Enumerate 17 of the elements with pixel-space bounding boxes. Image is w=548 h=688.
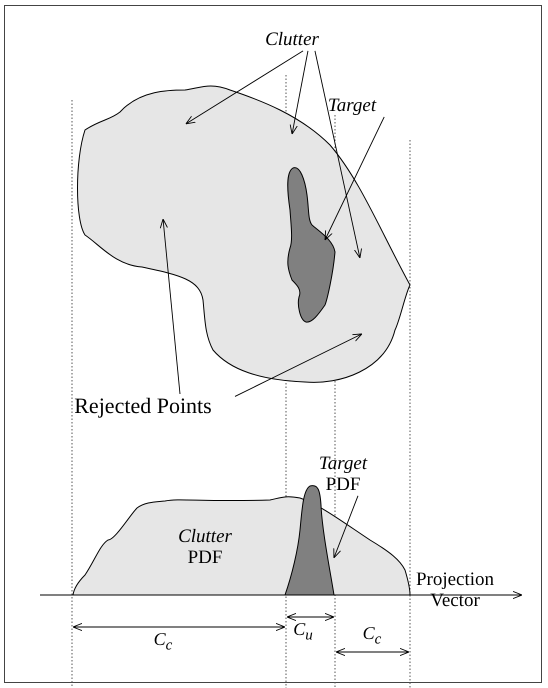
callout-label: Target PDF: [273, 454, 413, 496]
callout-label: Rejected Points: [43, 394, 243, 418]
leader-line: [324, 116, 385, 240]
axis-label: Projection Vector: [414, 570, 496, 612]
dimension-label: C$_{u}$: [292, 620, 314, 644]
callout-label: Target: [282, 96, 422, 117]
dimension-label: C$_{c}$: [152, 630, 174, 654]
leader-line: [160, 218, 180, 394]
region-label: PDF: [186, 548, 224, 569]
region-label: Clutter: [177, 527, 233, 548]
leader-line: [314, 50, 362, 258]
dimension-label: C$_{c}$: [362, 624, 382, 648]
callout-label: Clutter: [222, 30, 362, 51]
leader-line: [185, 50, 304, 124]
leader-line: [290, 50, 308, 135]
leader-line: [333, 495, 358, 558]
leader-line: [234, 333, 362, 397]
